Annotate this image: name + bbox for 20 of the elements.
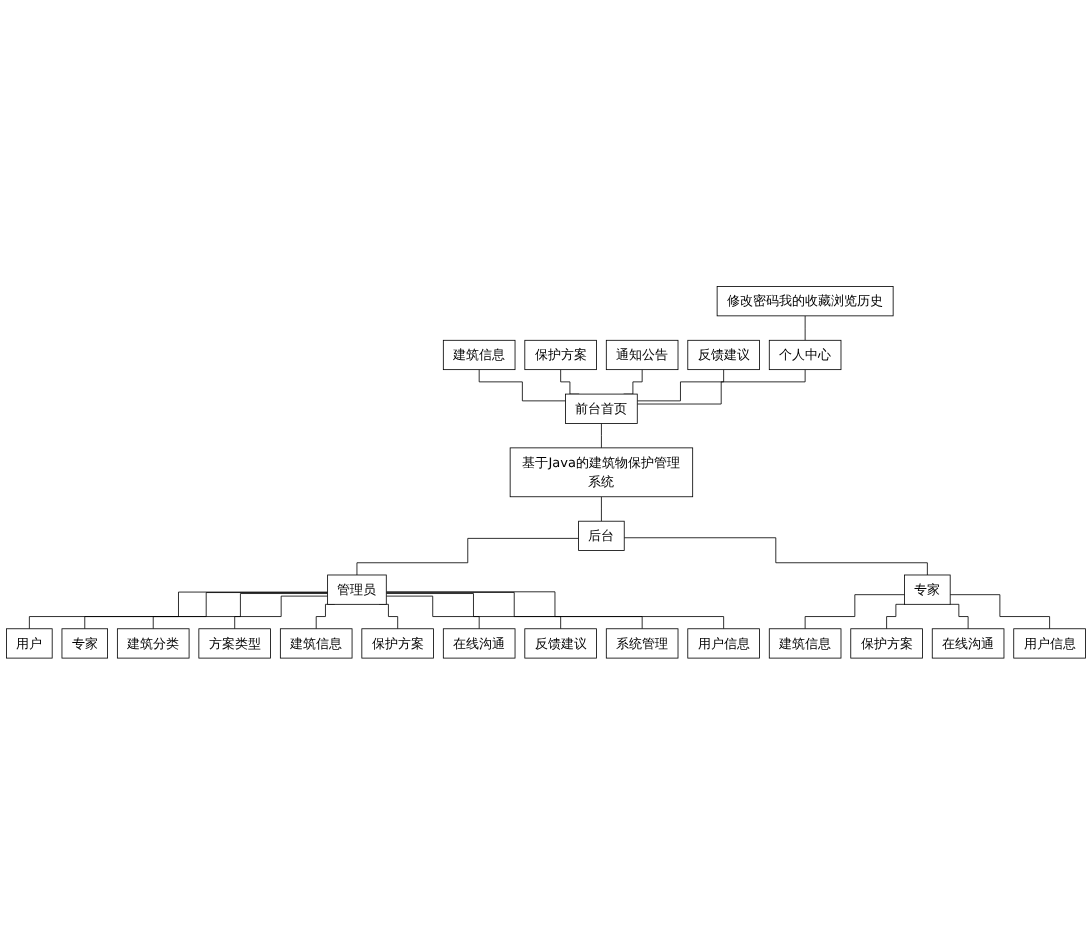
connector xyxy=(804,316,806,342)
connector xyxy=(601,497,602,523)
connector xyxy=(385,592,725,630)
connector xyxy=(636,369,725,402)
connector xyxy=(601,423,602,449)
connector xyxy=(356,538,579,577)
connector xyxy=(949,594,1050,630)
connector xyxy=(886,604,906,630)
connector xyxy=(84,592,328,630)
connector xyxy=(478,369,566,402)
connector xyxy=(949,604,969,630)
connector xyxy=(152,593,328,630)
connector xyxy=(385,596,480,630)
connector xyxy=(636,369,806,406)
connector xyxy=(385,593,562,630)
connector xyxy=(234,596,328,630)
connector xyxy=(385,592,643,630)
connector xyxy=(28,592,328,630)
connector xyxy=(804,594,905,630)
connector xyxy=(623,538,928,577)
